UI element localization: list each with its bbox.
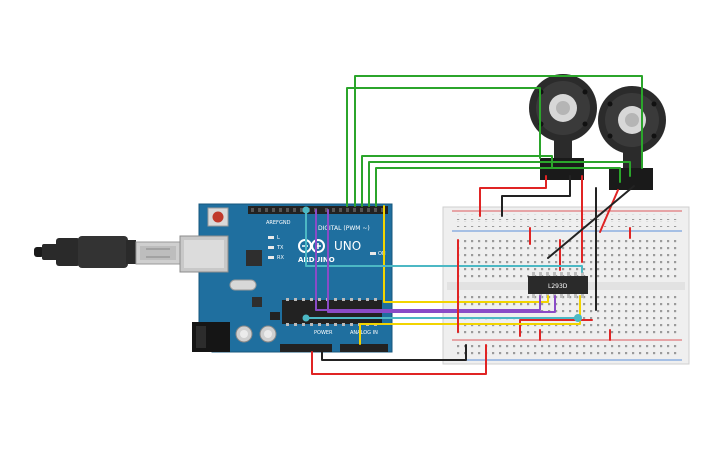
wire-green[interactable] (346, 87, 541, 207)
connection-node[interactable] (302, 314, 310, 322)
wire-green[interactable] (354, 75, 643, 207)
wire-red[interactable] (311, 344, 487, 375)
wire-purple[interactable] (327, 209, 556, 313)
analog-header (340, 344, 388, 352)
digital-pins (251, 208, 384, 212)
rx-led-label: RX (277, 255, 284, 261)
connection-node[interactable] (302, 206, 310, 214)
wire-cyan[interactable] (305, 209, 583, 273)
wire-black[interactable] (547, 185, 635, 259)
on-led-label: ON (378, 251, 386, 257)
tx-led-label: TX (276, 245, 284, 251)
wire-red[interactable] (519, 319, 593, 337)
wire-black[interactable] (501, 175, 571, 217)
uno-label: UNO (334, 239, 361, 253)
l293d-chip[interactable]: L293D (528, 272, 588, 298)
wire-purple[interactable] (315, 209, 541, 311)
l-led-label: L (277, 235, 280, 241)
chip-label: L293D (548, 283, 568, 290)
gnd-label: GND (279, 220, 291, 226)
power-label: POWER (314, 330, 333, 336)
usb-cable-icon[interactable] (34, 236, 181, 268)
wire-yellow[interactable] (359, 295, 581, 345)
wire-red[interactable] (479, 175, 547, 217)
analog-label: ANALOG IN (350, 330, 378, 336)
wire-green[interactable] (375, 167, 621, 207)
digital-pwm-label: DIGITAL (PWM ~) (318, 225, 370, 232)
connection-node[interactable] (574, 314, 582, 322)
arduino-uno-board[interactable]: AREF GND DIGITAL (PWM ~) L TX RX UNO ARD… (179, 203, 393, 353)
wire-green[interactable] (361, 155, 553, 207)
wire-black[interactable] (321, 344, 467, 361)
aref-label: AREF (266, 220, 279, 226)
digital-header (248, 206, 388, 214)
wire-red[interactable] (599, 189, 619, 233)
wire-green[interactable] (368, 161, 631, 207)
power-header (280, 344, 332, 352)
dc-motor-icon[interactable] (598, 86, 666, 190)
wire-yellow[interactable] (383, 205, 549, 303)
